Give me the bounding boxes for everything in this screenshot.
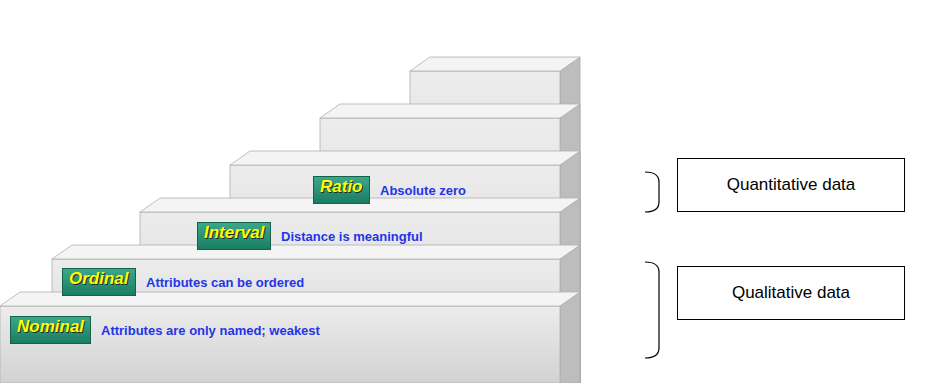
step-top	[410, 57, 580, 71]
step-side	[560, 104, 580, 383]
level-description: Attributes can be ordered	[146, 275, 304, 290]
step-side	[560, 292, 580, 383]
data-type-name: Qualitative data	[732, 283, 850, 303]
level-description: Attributes are only named; weakest	[101, 323, 320, 338]
step-side	[560, 198, 580, 383]
step-top	[52, 245, 580, 259]
level-box: Nominal	[10, 316, 91, 344]
bracket	[645, 172, 659, 212]
step-side	[560, 151, 580, 383]
data-type-box: Quantitative data	[677, 158, 905, 212]
data-type-name: Quantitative data	[727, 175, 856, 195]
step	[0, 292, 580, 383]
data-type-box: Qualitative data	[677, 266, 905, 320]
level-name: Interval	[204, 223, 264, 242]
level-box: Interval	[197, 222, 271, 250]
level-name: Nominal	[17, 317, 84, 336]
level-box: Ordinal	[62, 268, 136, 296]
level-name: Ordinal	[69, 269, 129, 288]
step-top	[320, 104, 580, 118]
step-front	[0, 306, 560, 383]
level-description: Absolute zero	[380, 183, 466, 198]
level-description: Distance is meaningful	[281, 229, 423, 244]
step-top	[230, 151, 580, 165]
level-name: Ratio	[320, 177, 363, 196]
level-box: Ratio	[313, 176, 370, 204]
bracket	[645, 262, 659, 358]
step-side	[560, 245, 580, 383]
